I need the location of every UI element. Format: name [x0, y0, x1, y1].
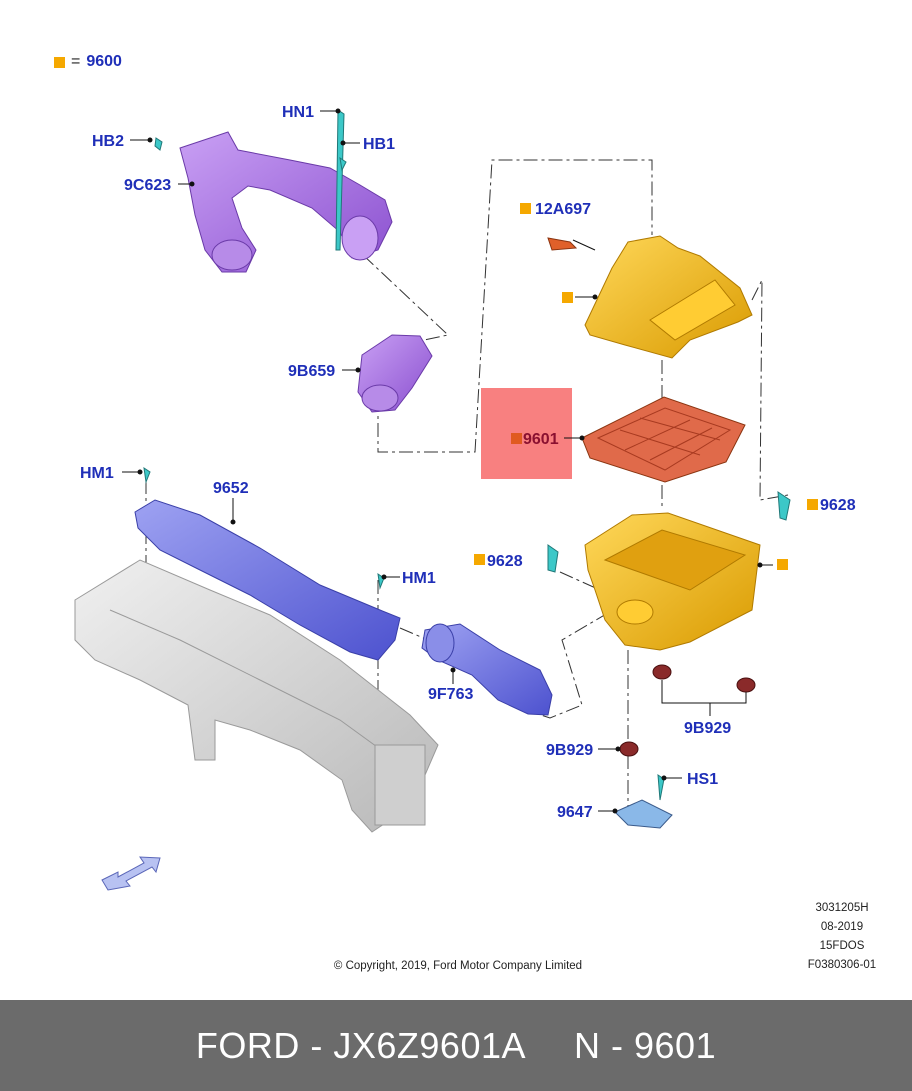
part-labels: HN1 HB2 HB1 9C623 12A697 9B659 9601 HM1 …: [80, 104, 856, 821]
orange-square-icon: [777, 559, 788, 570]
label-9601: 9601: [523, 431, 559, 448]
label-hb2: HB2: [92, 133, 124, 150]
air-cleaner-body[interactable]: [584, 512, 761, 651]
label-9b929-left: 9B929: [546, 742, 593, 759]
legend-equals: =: [71, 53, 81, 70]
label-9647: 9647: [557, 804, 593, 821]
orange-square-icon: [520, 203, 531, 214]
front-direction-arrow-icon: [101, 856, 161, 891]
label-hm1-top: HM1: [80, 465, 114, 482]
sensor-12a697[interactable]: [547, 237, 578, 251]
orange-square-icon: [807, 499, 818, 510]
label-9b659: 9B659: [288, 363, 335, 380]
part-highlight: [481, 388, 572, 479]
label-hm1-mid: HM1: [402, 570, 436, 587]
info-line-3: 15FDOS: [820, 940, 865, 952]
label-12a697: 12A697: [535, 201, 591, 218]
label-9b929-right: 9B929: [684, 720, 731, 737]
info-line-1: 3031205H: [815, 902, 868, 914]
label-9c623: 9C623: [124, 177, 171, 194]
air-cleaner-cover[interactable]: [584, 235, 753, 359]
legend-value: 9600: [86, 53, 122, 70]
orange-square-icon: [511, 433, 522, 444]
part-number-footer: FORD - JX6Z9601A N - 9601: [0, 1000, 912, 1091]
label-hb1: HB1: [363, 136, 395, 153]
footer-reference: N - 9601: [574, 1024, 717, 1066]
orange-square-icon: [562, 292, 573, 303]
orange-markers: [474, 203, 818, 570]
hose-coupler-9b659[interactable]: [357, 334, 433, 413]
bracket-9647[interactable]: [614, 799, 673, 829]
label-9628-right: 9628: [820, 497, 856, 514]
grommets-9b929[interactable]: [619, 664, 756, 757]
info-line-2: 08-2019: [821, 921, 863, 933]
radiator-support: [74, 559, 439, 833]
label-hs1: HS1: [687, 771, 718, 788]
drawing-info: 3031205H 08-2019 15FDOS F0380306-01 © Co…: [334, 902, 876, 972]
orange-square-icon: [474, 554, 485, 565]
air-deflector-9652[interactable]: [134, 499, 401, 661]
parts-diagram: HN1 HB2 HB1 9C623 12A697 9B659 9601 HM1 …: [74, 104, 876, 972]
copyright: © Copyright, 2019, Ford Motor Company Li…: [334, 960, 582, 972]
orange-square-icon: [54, 56, 65, 68]
label-9652: 9652: [213, 480, 249, 497]
air-inlet-duct-9f763[interactable]: [421, 623, 553, 716]
info-line-4: F0380306-01: [808, 959, 876, 971]
footer-part-number: FORD - JX6Z9601A: [195, 1024, 527, 1066]
fasteners: [143, 109, 791, 801]
leader-dots: [137, 108, 763, 814]
legend: = 9600: [54, 52, 122, 72]
label-hn1: HN1: [282, 104, 314, 121]
air-intake-hose-9c623[interactable]: [179, 131, 393, 273]
leader-lines: [122, 110, 773, 812]
label-9628-left: 9628: [487, 553, 523, 570]
label-9f763: 9F763: [428, 686, 473, 703]
air-filter-element-9601[interactable]: [581, 396, 746, 483]
